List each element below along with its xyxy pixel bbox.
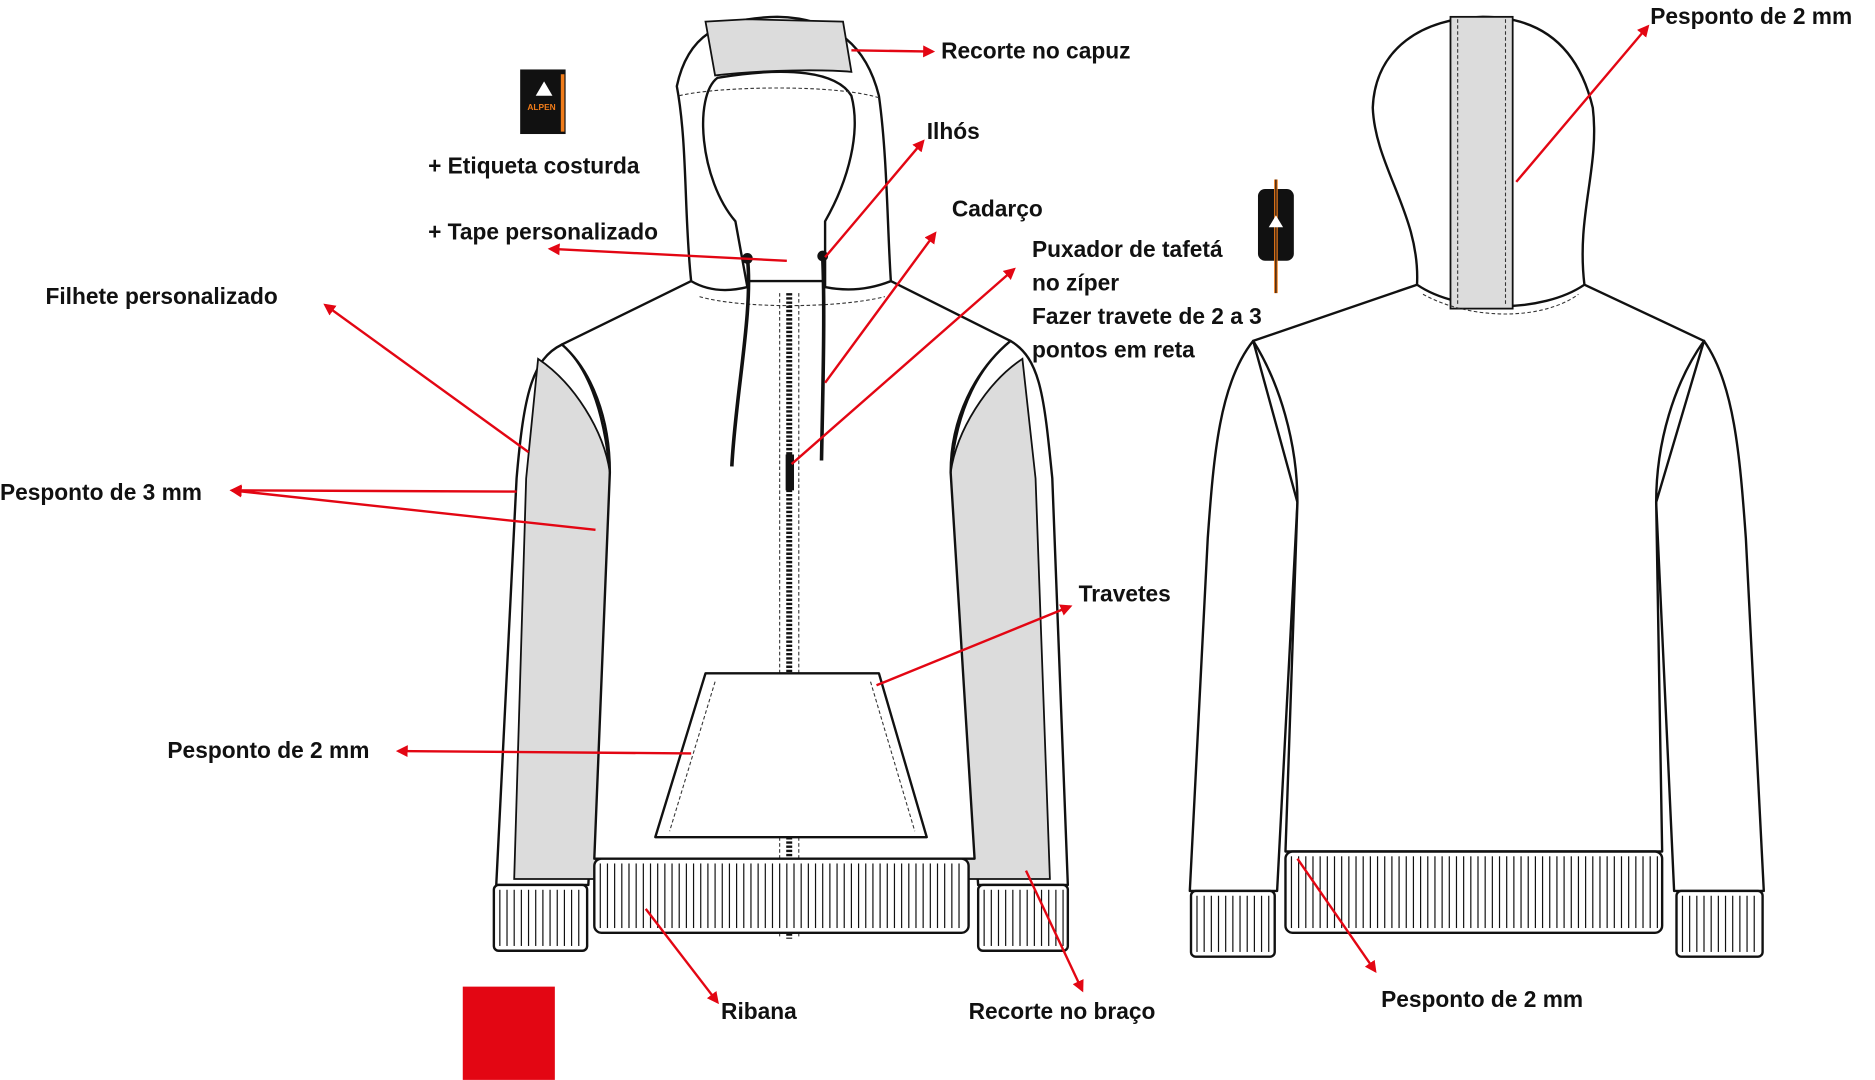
arrow-pesponto-2mm-capuz (1515, 24, 1650, 183)
back-body (1251, 283, 1706, 853)
label-pesponto-2mm-capuz: Pesponto de 2 mm (1650, 3, 1852, 29)
arrow-pesponto-3mm-a (229, 484, 517, 497)
label-pesponto-2mm-bolso: Pesponto de 2 mm (167, 737, 369, 763)
label-cadarco: Cadarço (952, 196, 1043, 222)
label-puxador-2: no zíper (1032, 270, 1119, 296)
back-left-sleeve (1188, 339, 1299, 893)
back-hoodie (1188, 15, 1765, 958)
hood-center-panel (704, 18, 853, 77)
color-swatch-red (462, 986, 555, 1080)
label-recorte-braco: Recorte no braço (969, 998, 1156, 1024)
front-hoodie (492, 15, 1070, 952)
label-etiqueta: + Etiqueta costurda (428, 152, 640, 178)
label-puxador-3: Fazer travete de 2 a 3 (1032, 303, 1262, 329)
arrow-tape (547, 243, 787, 262)
front-hood (675, 15, 893, 292)
arrow-filhete (323, 303, 530, 454)
label-pesponto-3mm: Pesponto de 3 mm (0, 479, 202, 505)
label-puxador-4: pontos em reta (1032, 337, 1195, 363)
label-ribana: Ribana (721, 998, 797, 1024)
label-filhete: Filhete personalizado (45, 283, 277, 309)
back-right-sleeve (1654, 339, 1765, 893)
label-pesponto-2mm-costas: Pesponto de 2 mm (1381, 986, 1583, 1012)
right-drawstring (819, 257, 826, 461)
callout-arrows (229, 24, 1650, 1005)
arrow-ilhos (824, 139, 925, 258)
label-travetes: Travetes (1079, 581, 1171, 607)
zipper-puller-image (1257, 179, 1294, 294)
arrow-puxador (790, 267, 1016, 465)
front-left-cuff (492, 883, 589, 952)
label-puxador-1: Puxador de tafetá (1032, 236, 1223, 262)
sewn-label-image: ALPEN (520, 69, 566, 135)
back-hem-rib (1284, 850, 1664, 935)
label-recorte-capuz: Recorte no capuz (941, 38, 1130, 64)
front-hem-rib (593, 857, 970, 935)
arrow-travetes (876, 604, 1073, 687)
back-hood-panel (1449, 15, 1514, 310)
front-right-cuff (976, 883, 1070, 952)
arrow-recorte-braco (1024, 870, 1084, 993)
left-drawstring (730, 256, 751, 467)
arrow-cadarco (824, 231, 937, 384)
zipper-pull (785, 454, 795, 491)
arrow-recorte-capuz (851, 45, 936, 58)
right-eyelet (817, 250, 829, 262)
arrow-pesponto-2mm-costas (1296, 857, 1377, 974)
kangaroo-pocket (654, 672, 928, 839)
arrow-pesponto-2mm-bolso (395, 745, 692, 758)
arrow-pesponto-3mm-b (229, 485, 596, 532)
callout-labels: Recorte no capuz + Etiqueta costurda Ilh… (0, 3, 1852, 1024)
label-ilhos: Ilhós (927, 118, 980, 144)
svg-text:ALPEN: ALPEN (527, 102, 555, 112)
back-right-cuff (1675, 889, 1764, 958)
arrow-ribana (644, 908, 719, 1005)
label-tape: + Tape personalizado (428, 218, 658, 244)
